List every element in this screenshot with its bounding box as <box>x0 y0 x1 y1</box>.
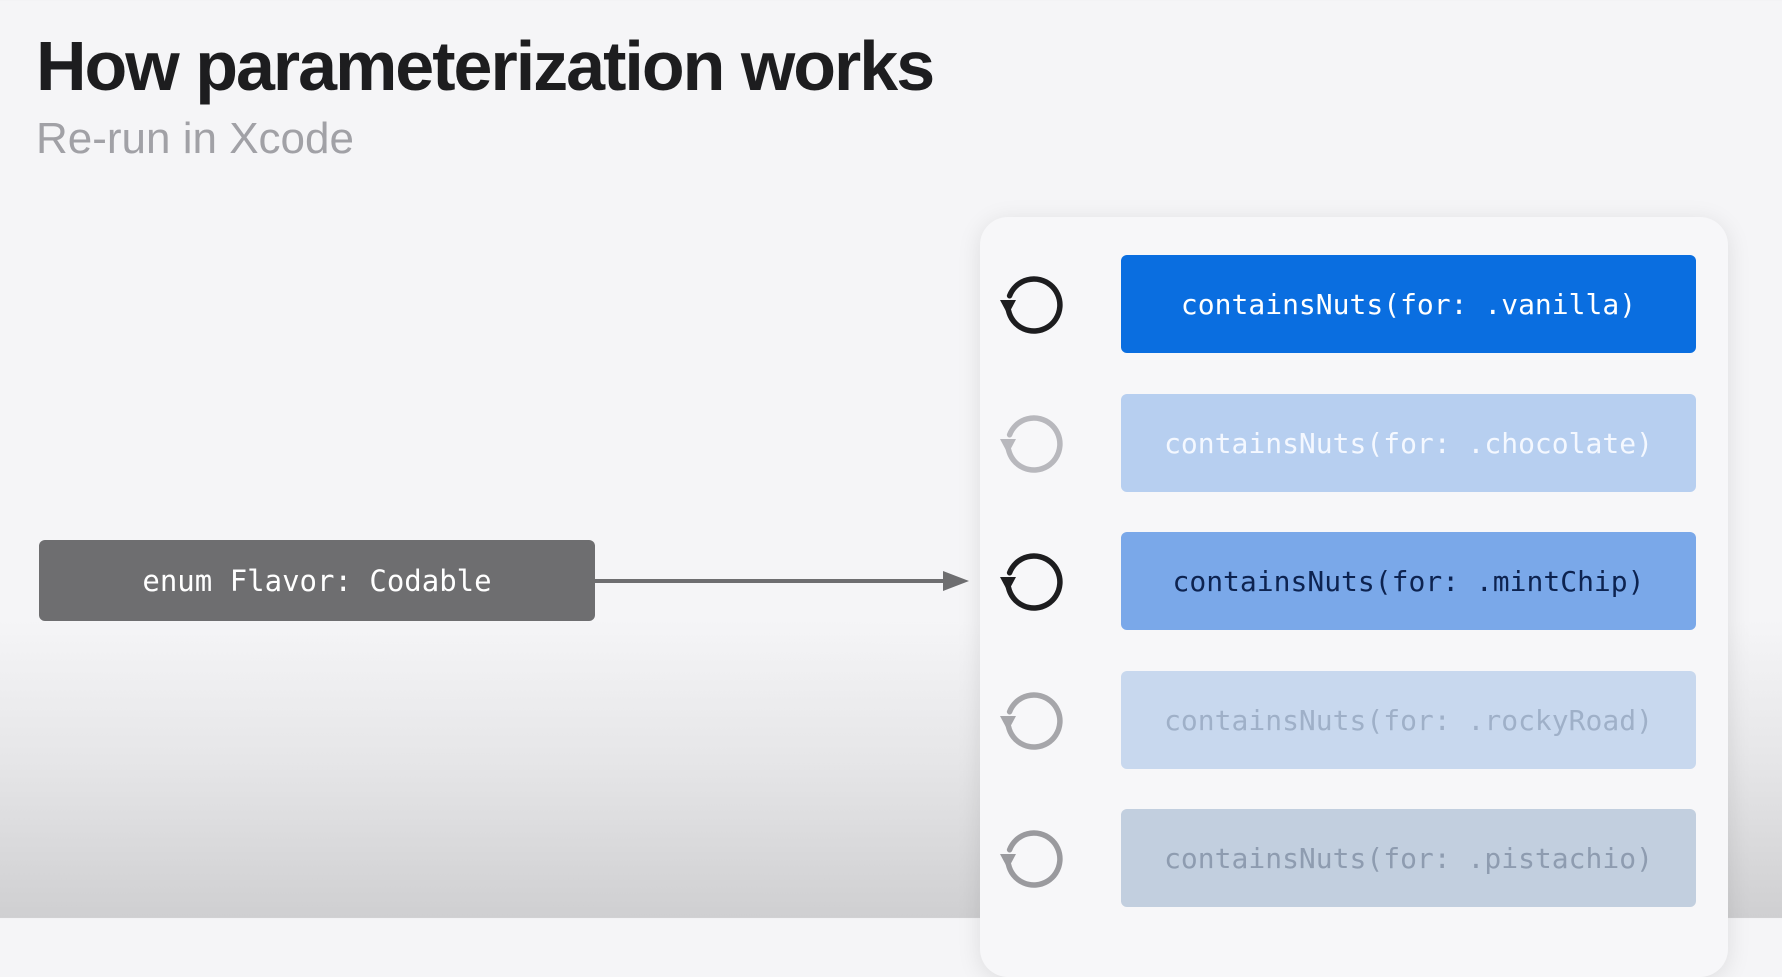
arrow-icon <box>595 571 969 591</box>
test-case-label: containsNuts(for: .mintChip) <box>1172 564 1645 598</box>
slide-title: How parameterization works <box>36 27 935 105</box>
test-case-label: containsNuts(for: .rockyRoad) <box>1164 703 1653 737</box>
enum-flavor-box: enum Flavor: Codable <box>39 540 595 621</box>
test-results-panel: containsNuts(for: .vanilla) containsNuts… <box>980 217 1728 977</box>
rerun-icon[interactable] <box>996 269 1072 339</box>
rerun-icon[interactable] <box>996 823 1072 893</box>
test-row-pistachio: containsNuts(for: .pistachio) <box>980 809 1728 907</box>
test-row-mintchip: containsNuts(for: .mintChip) <box>980 532 1728 630</box>
test-row-chocolate: containsNuts(for: .chocolate) <box>980 394 1728 492</box>
test-case-mintchip[interactable]: containsNuts(for: .mintChip) <box>1121 532 1696 630</box>
rerun-icon[interactable] <box>996 546 1072 616</box>
test-case-rockyroad[interactable]: containsNuts(for: .rockyRoad) <box>1121 671 1696 769</box>
test-case-label: containsNuts(for: .pistachio) <box>1164 841 1653 875</box>
test-case-chocolate[interactable]: containsNuts(for: .chocolate) <box>1121 394 1696 492</box>
test-case-label: containsNuts(for: .chocolate) <box>1164 426 1653 460</box>
arrow-head <box>943 571 969 591</box>
test-case-pistachio[interactable]: containsNuts(for: .pistachio) <box>1121 809 1696 907</box>
enum-flavor-label: enum Flavor: Codable <box>142 563 492 598</box>
rerun-icon[interactable] <box>996 408 1072 478</box>
slide-subtitle: Re-run in Xcode <box>36 114 354 163</box>
test-case-vanilla[interactable]: containsNuts(for: .vanilla) <box>1121 255 1696 353</box>
test-row-vanilla: containsNuts(for: .vanilla) <box>980 255 1728 353</box>
test-case-label: containsNuts(for: .vanilla) <box>1180 287 1637 321</box>
test-row-rockyroad: containsNuts(for: .rockyRoad) <box>980 671 1728 769</box>
rerun-icon[interactable] <box>996 685 1072 755</box>
